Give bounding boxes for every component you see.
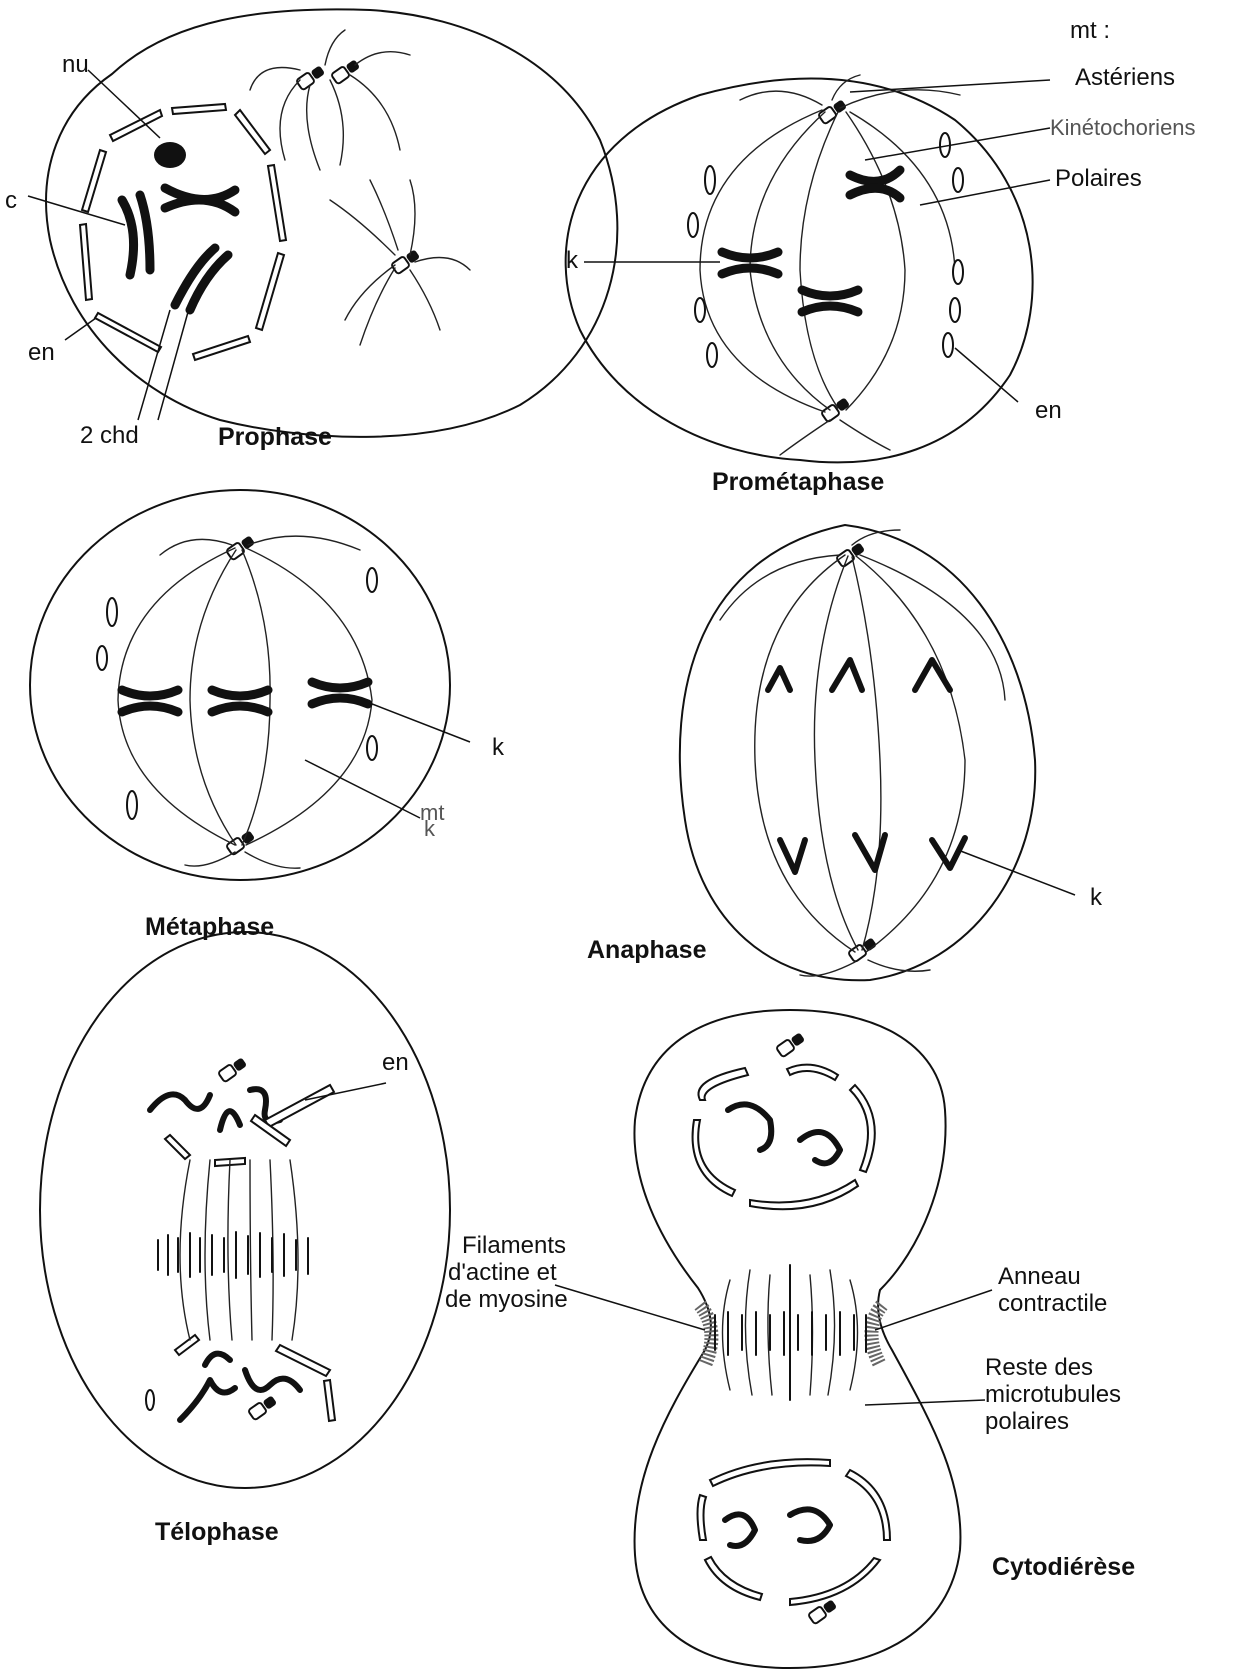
polar-microtubules-remnant [715, 1265, 866, 1400]
prophase-chromosomes [122, 188, 235, 310]
label-k-sub-metaphase: k [424, 816, 436, 841]
prophase-cell: nu c en 2 chd Prophase [5, 9, 617, 451]
label-anneau-1: Anneau [998, 1263, 1081, 1290]
label-polaires: Polaires [1055, 165, 1142, 192]
label-en-prophase: en [28, 339, 55, 366]
prophase-nuclear-envelope [80, 104, 286, 360]
label-kinetochoriens: Kinétochoriens [1050, 115, 1196, 140]
label-reste-1: Reste des [985, 1354, 1093, 1381]
daughter-nucleus-bottom [698, 1459, 891, 1605]
label-mt: mt : [1070, 17, 1110, 44]
anaphase-spindle [720, 530, 1005, 976]
telophase-cell: en Télophase [40, 932, 450, 1546]
label-k-metaphase: k [492, 734, 505, 761]
telophase-nuclear-envelope [146, 1085, 335, 1421]
title-telophase: Télophase [155, 1518, 279, 1546]
telophase-midbody [158, 1160, 308, 1340]
cytodierese-cell: Filaments d'actine et de myosine Anneau … [445, 1010, 1135, 1668]
nucleolus [154, 142, 186, 168]
label-en-telophase: en [382, 1049, 409, 1076]
label-reste-2: microtubules [985, 1381, 1121, 1408]
label-filaments-1: Filaments [462, 1232, 566, 1259]
label-k-prometaphase: k [566, 247, 579, 274]
title-cytodierese: Cytodiérèse [992, 1553, 1135, 1581]
prophase-asters [250, 30, 470, 345]
metaphase-cell: k mt k Métaphase [30, 490, 505, 941]
label-nu: nu [62, 51, 89, 78]
title-anaphase: Anaphase [587, 936, 707, 964]
label-filaments-2: d'actine et [448, 1259, 557, 1286]
label-asteriens: Astériens [1075, 64, 1175, 91]
label-en-prometaphase: en [1035, 397, 1062, 424]
label-2chd: 2 chd [80, 422, 139, 449]
label-k-anaphase: k [1090, 884, 1103, 911]
label-filaments-3: de myosine [445, 1286, 568, 1313]
prometaphase-cell: mt : Astériens Kinétochoriens Polaires k… [566, 17, 1196, 496]
daughter-nucleus-top [693, 1065, 875, 1210]
prometaphase-chromosomes [722, 170, 900, 312]
label-reste-3: polaires [985, 1408, 1069, 1435]
title-prometaphase: Prométaphase [712, 468, 884, 496]
metaphase-chromosomes [122, 682, 368, 712]
label-anneau-2: contractile [998, 1290, 1107, 1317]
title-prophase: Prophase [218, 423, 332, 451]
anaphase-cell: k Anaphase [587, 525, 1103, 980]
anaphase-chromosomes [768, 660, 965, 872]
label-c: c [5, 187, 17, 214]
